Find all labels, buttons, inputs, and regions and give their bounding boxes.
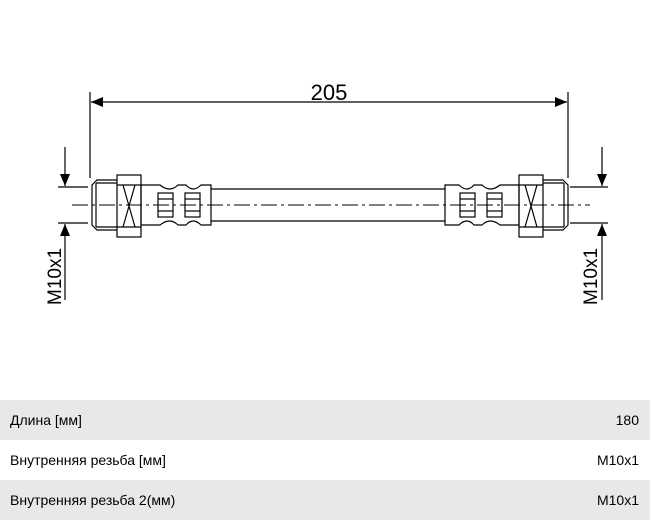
spec-value: M10x1	[596, 492, 639, 508]
spec-label: Внутренняя резьба 2(мм)	[10, 492, 176, 508]
length-dimension-label: 205	[311, 80, 348, 105]
spec-label: Внутренняя резьба [мм]	[10, 452, 166, 468]
spec-table: Длина [мм] 180 Внутренняя резьба [мм] M1…	[0, 400, 650, 520]
left-fitting	[91, 174, 212, 238]
left-thread-label: M10x1	[45, 248, 66, 305]
right-crimp-sleeve	[444, 184, 520, 226]
spec-value: 180	[615, 412, 639, 428]
spec-label: Длина [мм]	[10, 412, 82, 428]
right-thread-label: M10x1	[581, 248, 602, 305]
left-crimp-sleeve	[140, 184, 212, 226]
spec-value: M10x1	[596, 452, 639, 468]
spec-row-inner-thread-2: Внутренняя резьба 2(мм) M10x1	[0, 480, 650, 520]
spec-row-inner-thread: Внутренняя резьба [мм] M10x1	[0, 440, 650, 480]
spec-row-length: Длина [мм] 180	[0, 400, 650, 440]
hose-drawing: 205 M10x1 M10x1	[45, 80, 608, 305]
technical-drawing: 205 M10x1 M10x1	[45, 80, 608, 305]
right-fitting	[444, 174, 569, 238]
